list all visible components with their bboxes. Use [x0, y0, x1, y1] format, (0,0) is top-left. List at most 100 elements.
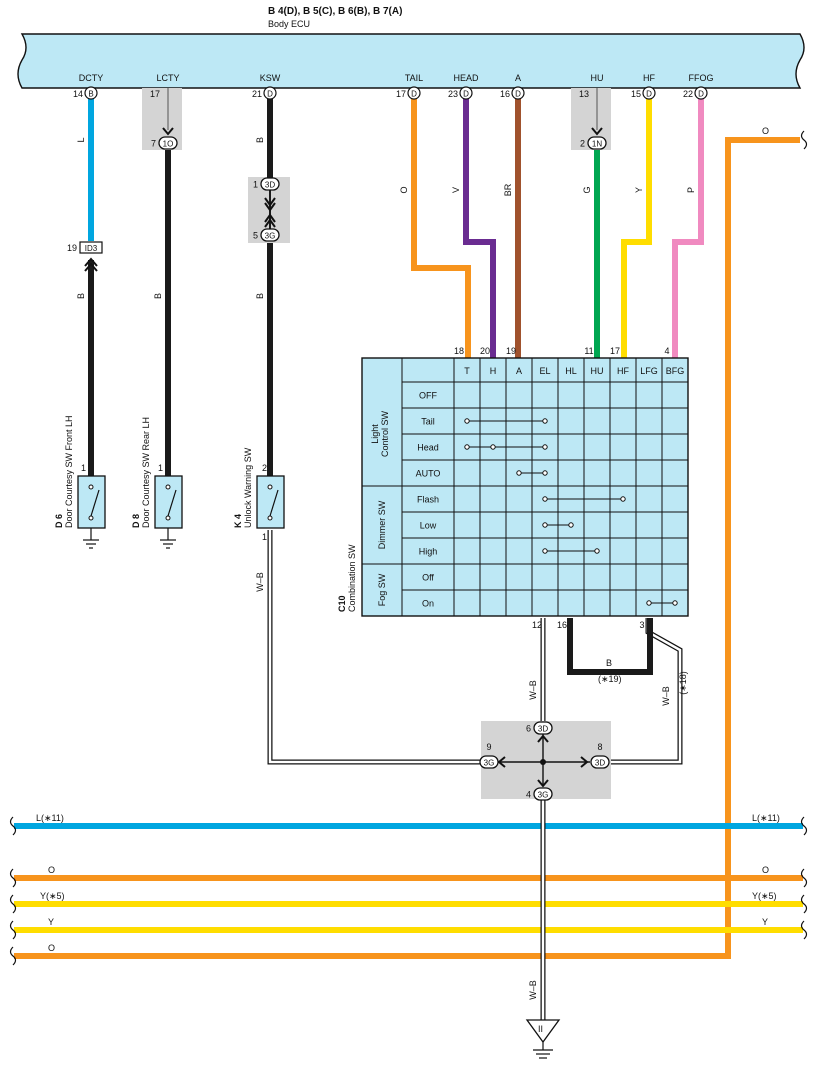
- d8-label: D 8 Door Courtesy SW Rear LH: [131, 417, 151, 528]
- hub-bottom-connector: [533, 787, 553, 801]
- svg-text:P: P: [686, 187, 696, 193]
- svg-text:BR: BR: [503, 183, 513, 196]
- svg-text:K 4: K 4: [233, 514, 243, 528]
- combo-row-label: AUTO: [416, 469, 441, 479]
- svg-text:Combination SW: Combination SW: [347, 544, 357, 612]
- ecu-terminal-marker: [84, 86, 98, 100]
- hub-right-pin: 8: [597, 742, 602, 752]
- combo-connection-point: [542, 418, 548, 424]
- ecu-terminal-name: DCTY: [79, 73, 104, 83]
- combo-connection-point: [464, 444, 470, 450]
- ksw-top-junction-pin: 1: [253, 180, 258, 190]
- combo-connection-point: [542, 444, 548, 450]
- wire-label-pin3: W–B: [661, 686, 671, 706]
- svg-text:C10: C10: [337, 595, 347, 612]
- bus-label-l-left: L(∗11): [36, 813, 64, 823]
- hu-junction-connector: [587, 136, 607, 150]
- combo-col-pin: 17: [610, 346, 620, 356]
- ecu-terminal-conn: D: [267, 90, 273, 99]
- hub-left-pin: 9: [486, 742, 491, 752]
- svg-text:Door Courtesy SW Rear LH: Door Courtesy SW Rear LH: [141, 417, 151, 528]
- central-junction-node: [540, 759, 546, 765]
- ecu-terminal-marker: [459, 86, 473, 100]
- hub-right-conn-label: 3D: [595, 759, 605, 768]
- wire-label-ksw-top: B: [255, 137, 265, 143]
- combo-connection-point: [646, 600, 652, 606]
- wire-label-ksw-down: W–B: [255, 572, 265, 592]
- switch-d6: [77, 475, 106, 549]
- ecu-terminal-conn: B: [88, 90, 93, 99]
- c10-label: C10 Combination SW: [337, 544, 357, 612]
- combo-row-label: Head: [417, 443, 439, 453]
- wire-label-hf: Y: [634, 187, 644, 193]
- combo-col-pin: 4: [664, 346, 669, 356]
- ecu-terminal-pin: 16: [500, 89, 510, 99]
- ecu-terminal-name: FFOG: [689, 73, 714, 83]
- ecu-terminal-pin: 14: [73, 89, 83, 99]
- combo-row-label: Tail: [421, 417, 435, 427]
- hub-arrow-up: [537, 734, 549, 743]
- ecu-terminal-name: A: [515, 73, 521, 83]
- combo-col-header: BFG: [666, 366, 685, 376]
- wire-note-pin3: (∗18): [678, 671, 688, 695]
- combo-row-label: Low: [420, 521, 437, 531]
- svg-text:L: L: [76, 137, 86, 142]
- combo-row-label: OFF: [419, 391, 437, 401]
- svg-text:W–B: W–B: [255, 572, 265, 592]
- svg-text:Y: Y: [634, 187, 644, 193]
- combo-connection-point: [490, 444, 496, 450]
- dcty-junction-conn-label: ID3: [85, 244, 98, 253]
- wire-label-ground: W–B: [528, 980, 538, 1000]
- wire-wb-ksw: [267, 530, 481, 765]
- combo-connection-point: [620, 496, 626, 502]
- lcty-junction-pin: 7: [151, 139, 156, 149]
- hub-arrow-down: [537, 779, 549, 788]
- combo-bottom-pin: 12: [532, 620, 542, 630]
- bus-label-o-left: O: [48, 865, 55, 875]
- switch-d8: [154, 475, 183, 549]
- wire-hf: [621, 98, 652, 358]
- bus-label-y5-left: Y(∗5): [40, 891, 65, 901]
- wire-tail: [411, 98, 471, 358]
- ksw-bot-junction-conn-label: 3G: [265, 232, 276, 241]
- ecu-terminal-name: TAIL: [405, 73, 423, 83]
- combo-col-header: H: [490, 366, 497, 376]
- switch-k4: [256, 475, 285, 529]
- ecu-terminal-name: KSW: [260, 73, 281, 83]
- bus-break-marks: [9, 130, 808, 966]
- bus-label-o-right: O: [762, 865, 769, 875]
- hub-arrow-right: [580, 756, 589, 768]
- wire-label-b-loop: B: [606, 658, 612, 668]
- combo-col-pin: 20: [480, 346, 490, 356]
- combo-col-header: HF: [617, 366, 629, 376]
- combo-connection-point: [516, 470, 522, 476]
- wire-label-head: V: [451, 187, 461, 193]
- combo-connection-point: [542, 470, 548, 476]
- svg-text:Control SW: Control SW: [380, 410, 390, 457]
- ksw-junction-arrow-down: [264, 197, 276, 212]
- svg-text:B: B: [76, 293, 86, 299]
- dcty-junction-arrow: [84, 257, 98, 272]
- ecu-terminal-name: LCTY: [156, 73, 179, 83]
- ecu-connector-title: B 4(D), B 5(C), B 6(B), B 7(A): [268, 6, 402, 17]
- d6-label: D 6 Door Courtesy SW Front LH: [54, 415, 74, 528]
- svg-text:W–B: W–B: [528, 680, 538, 700]
- bus-label-o2-left: O: [48, 943, 55, 953]
- combo-row-label: Off: [422, 573, 434, 583]
- hub-arrow-left: [497, 756, 506, 768]
- combo-col-pin: 19: [506, 346, 516, 356]
- combo-col-header: LFG: [640, 366, 658, 376]
- ecu-terminal-conn: D: [463, 90, 469, 99]
- hub-top-connector: [533, 721, 553, 735]
- dcty-junction-connector: [79, 241, 103, 254]
- d6-pin: 1: [81, 463, 86, 473]
- hu-junction-pin: 2: [580, 139, 585, 149]
- wire-label-ksw-bot: B: [255, 293, 265, 299]
- ecu-terminal-conn: D: [411, 90, 417, 99]
- svg-text:O: O: [399, 186, 409, 193]
- svg-text:(∗18): (∗18): [678, 671, 688, 695]
- wire-note-b-loop: (∗19): [598, 674, 622, 684]
